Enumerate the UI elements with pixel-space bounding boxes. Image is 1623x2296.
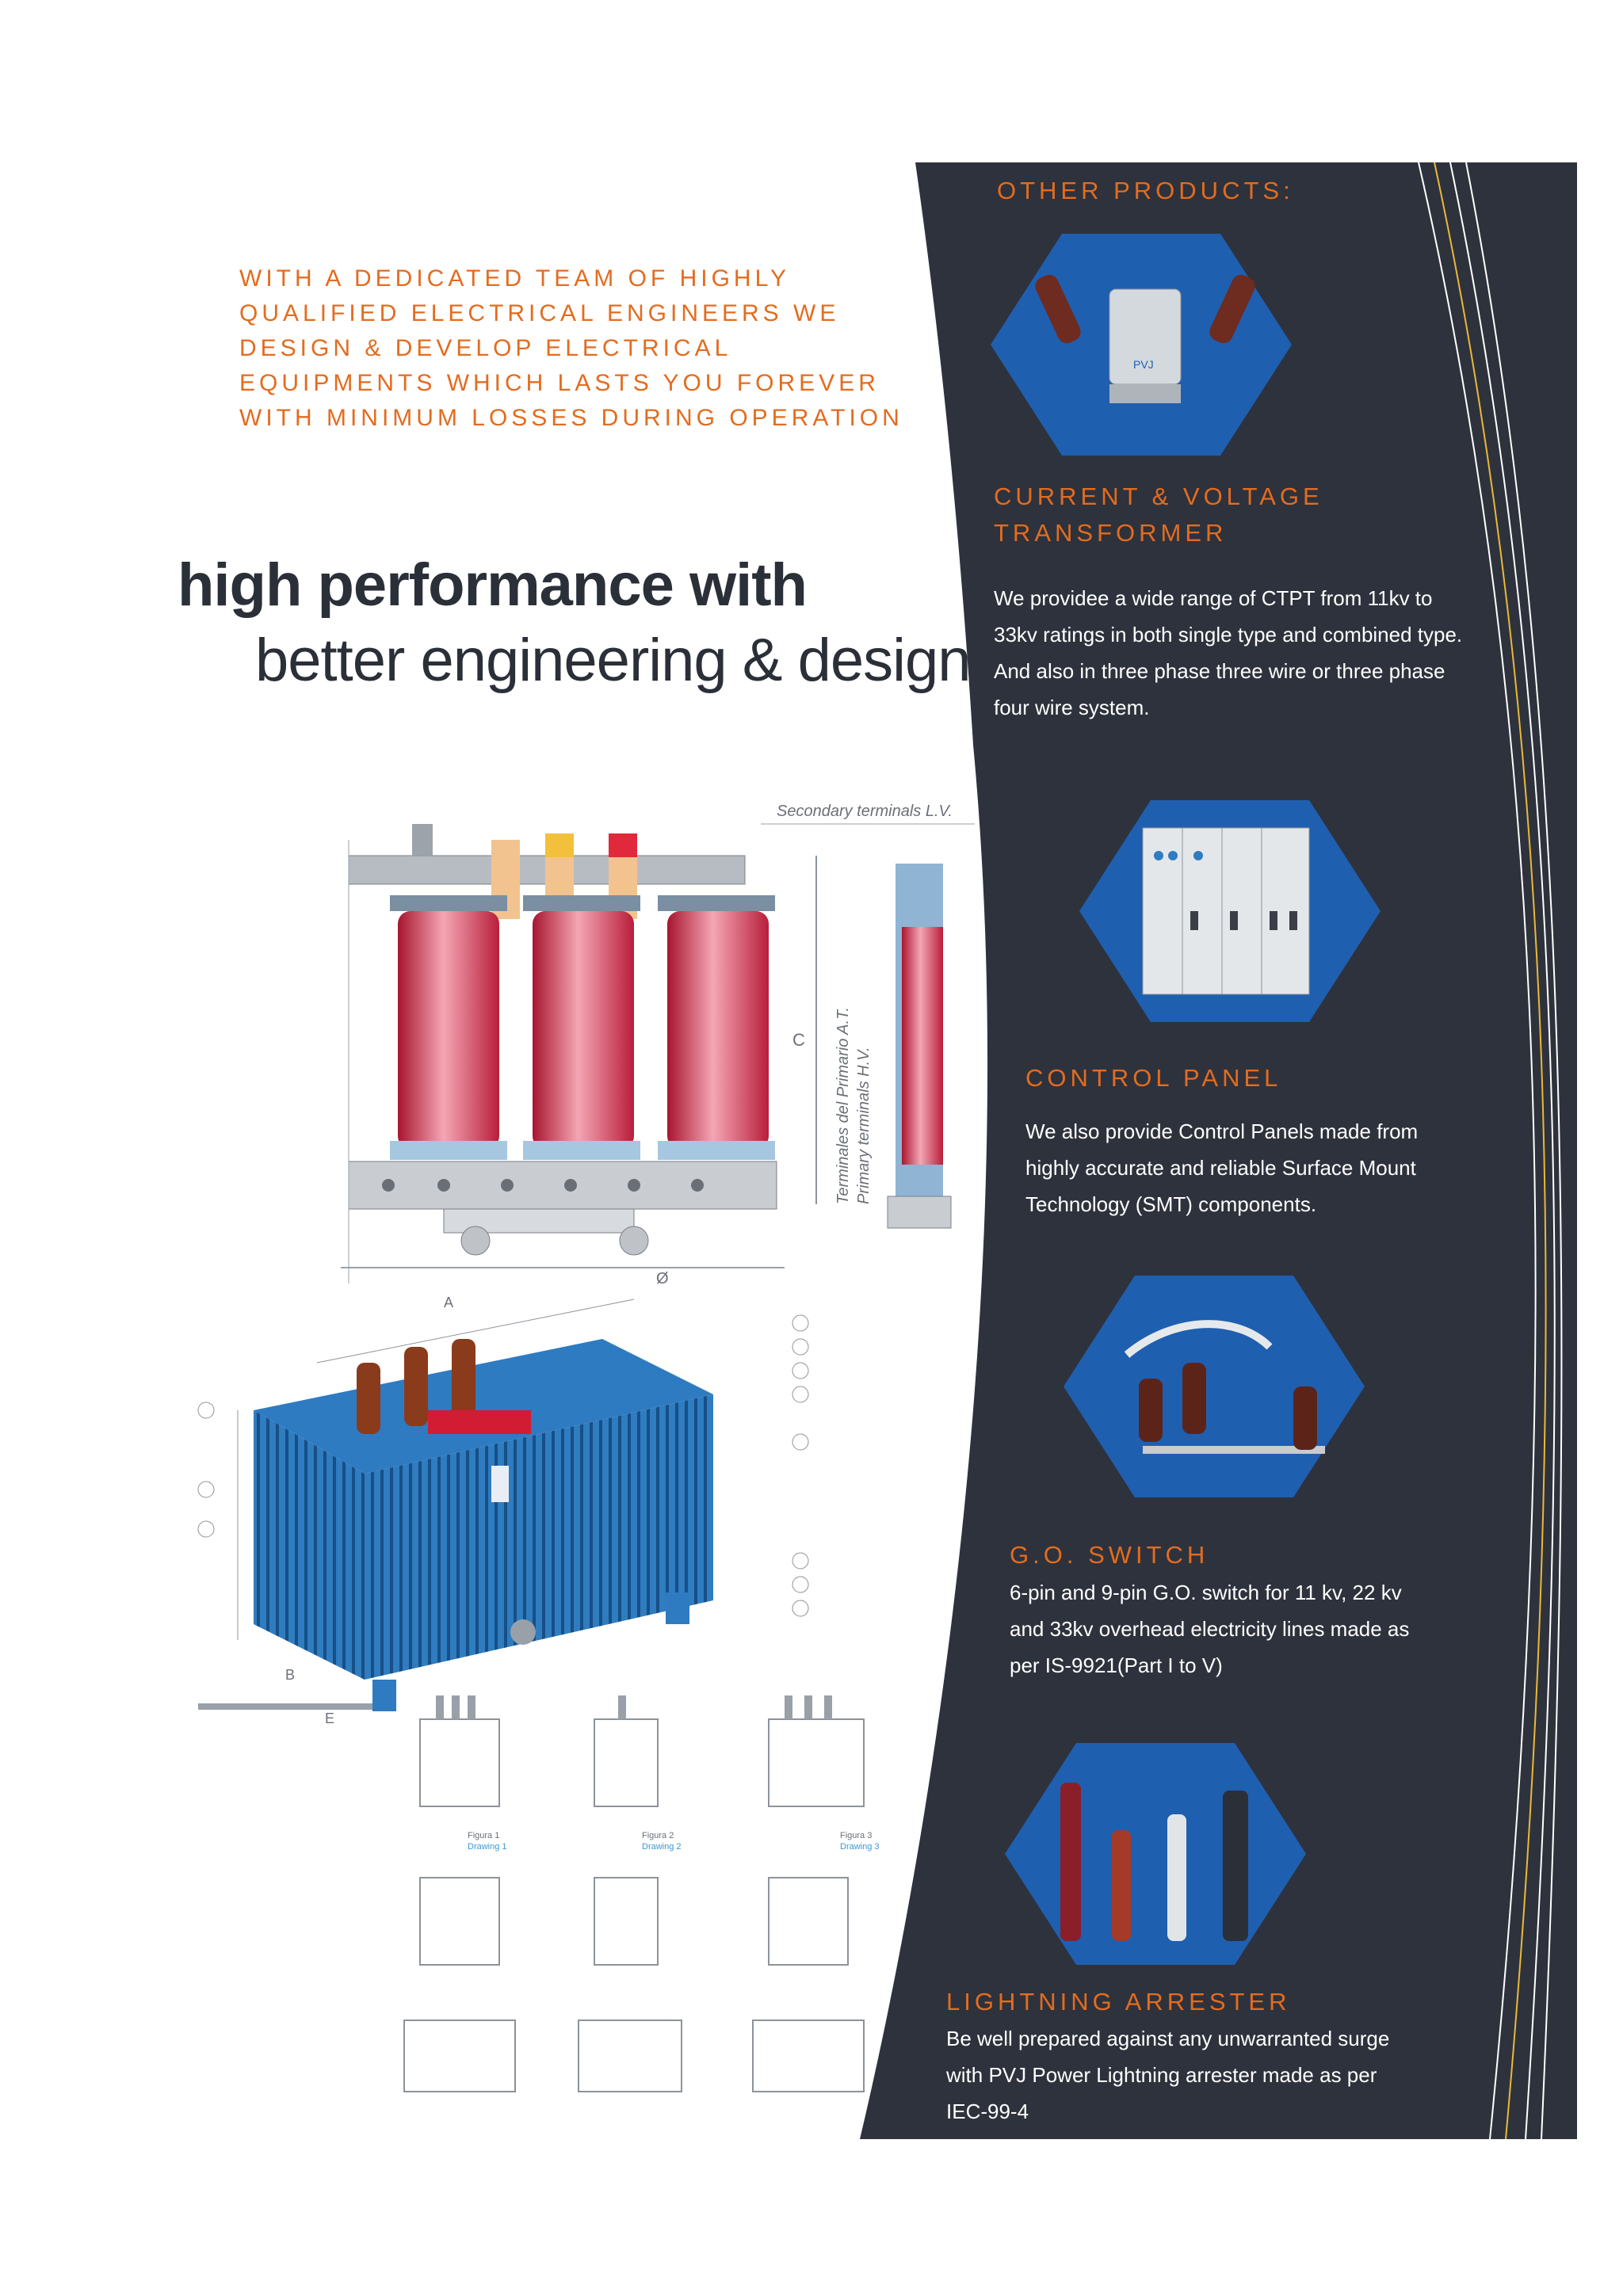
- other-products-title: OTHER PRODUCTS:: [997, 177, 1294, 204]
- dim-b-label: B: [285, 1667, 295, 1683]
- figure-2-label: Figura 2: [642, 1831, 674, 1840]
- headline-line-1: high performance with: [178, 551, 808, 619]
- outline-drawings-grid: Figura 1 Drawing 1 Figura 2 Drawing 2 Fi…: [403, 1695, 880, 2092]
- go-switch-description: 6-pin and 9-pin G.O. switch for 11 kv, 2…: [1010, 1581, 1410, 1677]
- dry-transformer-drawing: C Secondary terminals L.V. Terminales de…: [341, 803, 975, 1287]
- transformer-drawings: C Secondary terminals L.V. Terminales de…: [197, 803, 975, 1726]
- figure-1-label: Figura 1: [468, 1831, 499, 1840]
- lightning-arrester-product-image: [1005, 1735, 1306, 1973]
- headline-line-2: better engineering & design: [255, 627, 972, 694]
- dim-a-label: A: [444, 1295, 453, 1310]
- ctpt-title: CURRENT & VOLTAGE TRANSFORMER: [994, 482, 1323, 547]
- dim-phi-label: Ø: [656, 1270, 669, 1287]
- figure-3-label: Figura 3: [840, 1831, 872, 1840]
- control-panel-description: We also provide Control Panels made from…: [1025, 1119, 1419, 1216]
- go-switch-title: G.O. SWITCH: [1010, 1541, 1209, 1569]
- primary-terminals-label-es: Terminales del Primario A.T.: [834, 1007, 852, 1204]
- divider-bar: [198, 1703, 372, 1710]
- primary-terminals-label-en: Primary terminals H.V.: [855, 1047, 873, 1204]
- intro-text: WITH A DEDICATED TEAM OF HIGHLY QUALIFIE…: [239, 265, 903, 431]
- figure-1-sub: Drawing 1: [468, 1842, 507, 1852]
- control-panel-product-image: [1079, 792, 1381, 1030]
- go-switch-icon: [1064, 1276, 1365, 1497]
- oil-transformer-drawing: A B E: [197, 1295, 809, 1726]
- go-switch-product-image: [1064, 1268, 1365, 1505]
- figure-2-sub: Drawing 2: [642, 1842, 682, 1852]
- figure-3-sub: Drawing 3: [840, 1842, 880, 1852]
- lightning-arrester-title: LIGHTNING ARRESTER: [946, 1988, 1291, 2016]
- ctpt-unit-icon: PVJ: [991, 234, 1292, 456]
- lightning-arrester-icon: [1005, 1743, 1306, 1965]
- dim-e-label: E: [325, 1711, 334, 1726]
- lightning-arrester-description: Be well prepared against any unwarranted…: [946, 2027, 1390, 2123]
- control-panel-title: CONTROL PANEL: [1025, 1064, 1282, 1092]
- ctpt-description: We providee a wide range of CTPT from 11…: [994, 586, 1463, 719]
- ctpt-product-image: PVJ: [991, 226, 1292, 463]
- ctpt-brand-badge: PVJ: [1133, 358, 1154, 371]
- dim-c-label: C: [792, 1030, 805, 1050]
- control-panel-icon: [1079, 800, 1381, 1022]
- secondary-terminals-label: Secondary terminals L.V.: [777, 803, 953, 820]
